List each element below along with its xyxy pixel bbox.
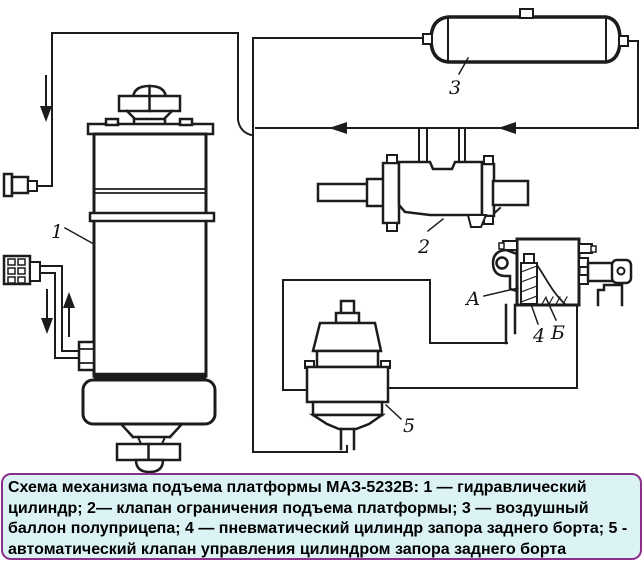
- valve5-taper: [308, 413, 387, 431]
- auto-control-valve-figure: [304, 299, 391, 451]
- label-auto-control-valve: 5: [403, 415, 415, 437]
- cyl4-right-bracket: [596, 283, 624, 307]
- hydraulic-line-b: [39, 272, 81, 359]
- pipe-valve5-to-cyl4-a: [282, 279, 508, 391]
- arrow-left-icon: [498, 122, 546, 134]
- hydraulic-hose-fitting: [2, 254, 41, 286]
- schematic-drawing: 1 2 3 4 5 А Б: [2, 8, 639, 474]
- arrow-up-icon: [63, 292, 75, 337]
- valve2-right-rod: [491, 179, 530, 207]
- pipe-tank-right: [255, 40, 639, 129]
- valve2-left-rod: [316, 182, 372, 203]
- bottom-knob: [134, 458, 165, 474]
- tank-left-nipple: [422, 33, 433, 45]
- tank-right-nipple: [618, 35, 629, 47]
- label-air-tank: 3: [449, 77, 461, 99]
- pipe-lines: [35, 32, 639, 453]
- label-chamber-b: Б: [550, 322, 565, 344]
- valve2-port-stems: [418, 127, 466, 163]
- valve5-body: [305, 365, 390, 404]
- lift-limit-valve-figure: [316, 154, 530, 232]
- pipe-valve5-to-cyl4-b: [386, 304, 578, 389]
- valve2-body: [397, 160, 484, 217]
- callout-labels: 1 2 3 4 5 А Б: [51, 56, 565, 437]
- cylinder-flange: [88, 211, 216, 223]
- pneumatic-cylinder-figure: [491, 237, 633, 345]
- pipe-junction-curve: [236, 118, 253, 137]
- arrow-down-icon: [40, 75, 52, 122]
- cyl4-ear-hole: [495, 256, 509, 270]
- air-hose-fitting: [2, 172, 38, 198]
- pipe-top-left: [35, 32, 239, 187]
- cyl4-left-bracket: [504, 303, 517, 345]
- hydraulic-cylinder-figure: [77, 84, 217, 474]
- cylinder-body: [92, 132, 208, 378]
- flow-arrows: [40, 75, 546, 337]
- valve5-trapezoid: [311, 321, 383, 353]
- valve2-foot: [466, 214, 488, 228]
- label-lift-limit-valve: 2: [417, 236, 430, 258]
- label-hydraulic-cylinder: 1: [51, 221, 63, 243]
- cyl4-diaphragm: [535, 263, 567, 306]
- hose-fittings: [2, 172, 41, 286]
- tank-top-fitting: [519, 8, 534, 19]
- cylinder-port: [77, 340, 96, 372]
- hydraulic-line-a: [39, 265, 81, 352]
- figure-caption: Схема механизма подъема платформы МАЗ-52…: [1, 473, 642, 560]
- cylinder-base: [81, 378, 217, 426]
- cyl4-ear: [491, 248, 519, 293]
- tank-body: [429, 15, 622, 64]
- arrow-down-icon: [41, 289, 53, 334]
- valve2-left-flange: [381, 161, 401, 225]
- air-tank-figure: [422, 8, 629, 64]
- label-chamber-a: А: [464, 288, 480, 310]
- label-pneumatic-cylinder: 4: [532, 325, 545, 347]
- pipe-tank-to-valve5: [252, 37, 427, 453]
- cyl4-piston: [520, 262, 538, 305]
- arrow-left-icon: [329, 122, 367, 134]
